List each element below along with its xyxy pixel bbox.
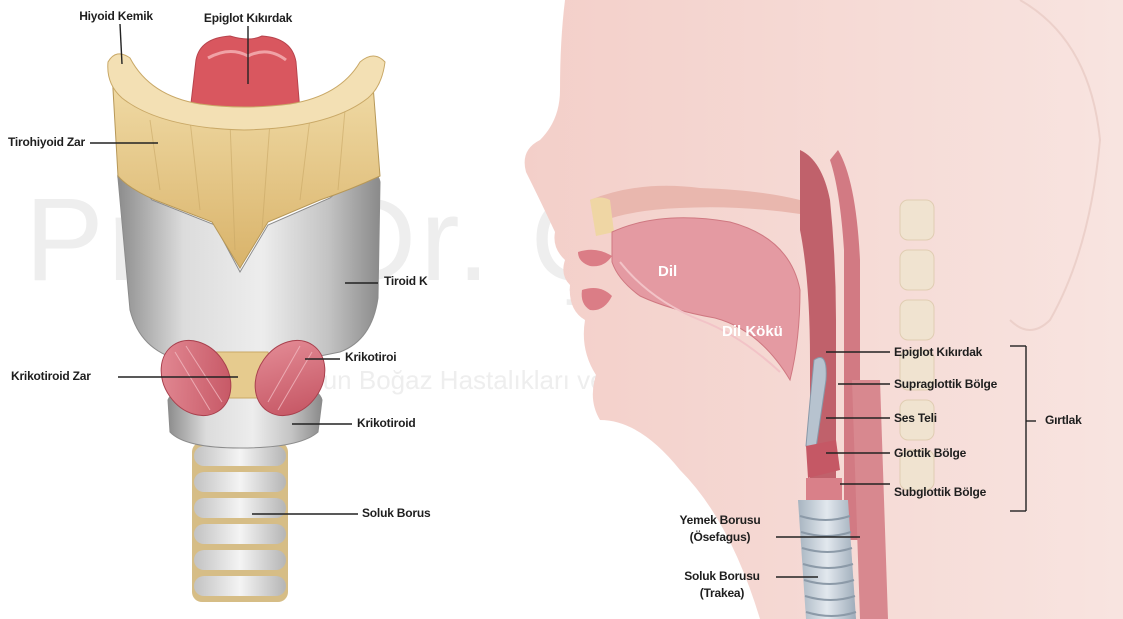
epiglottis (190, 36, 300, 112)
label-thyrohyoid-membrane: Tirohiyoid Zar (8, 135, 85, 149)
label-tongue-root: Dil Kökü (722, 323, 783, 340)
label-esophagus-line1: Yemek Borusu (664, 513, 776, 527)
label-hyoid-bone: Hiyoid Kemik (66, 9, 166, 23)
label-esophagus-line2: (Ösefagus) (664, 530, 776, 544)
label-epiglottis-right: Epiglot Kıkırdak (894, 345, 982, 359)
label-tongue: Dil (658, 263, 677, 280)
label-trachea-line1: Soluk Borusu (672, 569, 772, 583)
label-glottic: Glottik Bölge (894, 446, 966, 460)
label-cricothyroid-membrane: Krikotiroid Zar (11, 369, 91, 383)
trachea (192, 442, 288, 602)
head-section (525, 0, 1123, 619)
label-subglottic: Subglottik Bölge (894, 485, 986, 499)
label-trachea-left: Soluk Borus (362, 506, 430, 520)
label-vocal-cord: Ses Teli (894, 411, 937, 425)
label-thyroid-cartilage: Tiroid K (384, 274, 428, 288)
label-cricoid: Krikotiroid (357, 416, 415, 430)
label-larynx: Gırtlak (1045, 413, 1082, 427)
label-supraglottic: Supraglottik Bölge (894, 377, 997, 391)
label-epiglottis-left: Epiglot Kıkırdak (188, 11, 308, 25)
label-trachea-line2: (Trakea) (672, 586, 772, 600)
label-cricothyroid-muscle: Krikotiroi (345, 350, 396, 364)
